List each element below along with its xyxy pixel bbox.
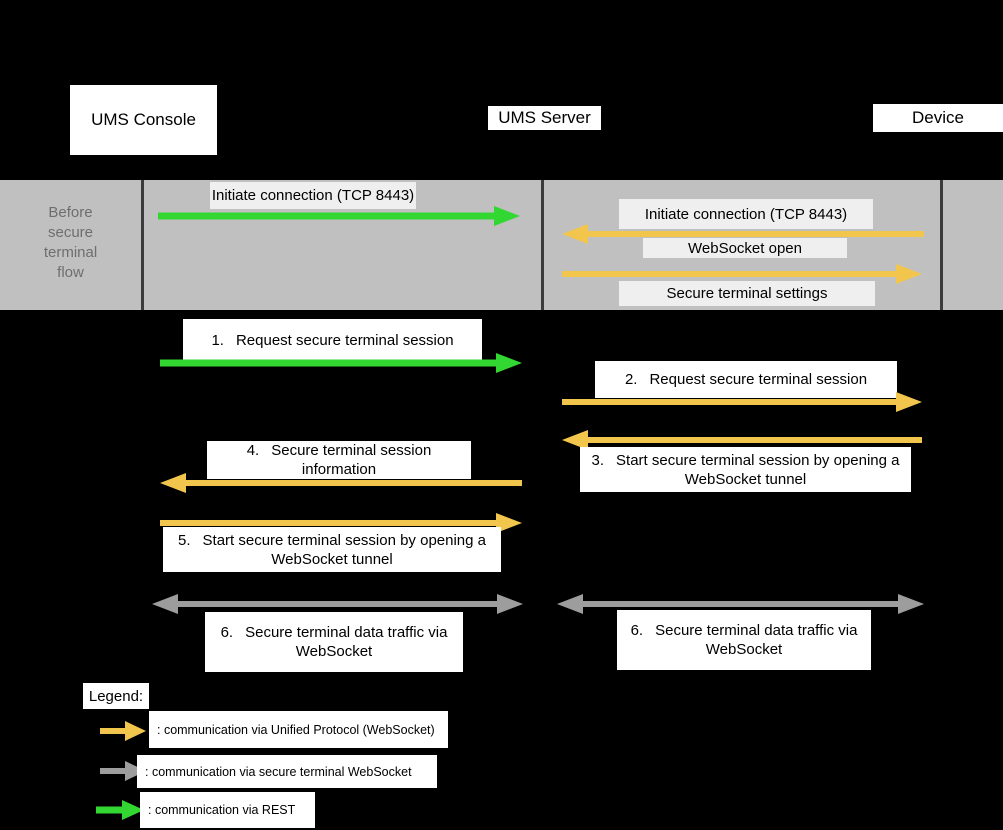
step-text: Request secure terminal session — [235, 331, 454, 349]
arrow-left-icon — [160, 473, 522, 493]
step-3-label: 3. Start secure terminal session by openi… — [580, 447, 911, 492]
arrow-both-icon — [152, 594, 523, 614]
arrow-right-icon — [562, 264, 922, 284]
step-6-label-right: 6. Secure terminal data traffic via WebSo… — [617, 610, 871, 670]
actor-device: Device — [873, 104, 1003, 132]
step-text: Start secure terminal session by opening… — [202, 531, 486, 568]
arrow-right-icon — [160, 353, 522, 373]
lifeline-server — [541, 180, 544, 310]
step-text: Request secure terminal session — [649, 371, 868, 388]
arrow-right-icon — [158, 206, 520, 226]
step-1-label: 1. Request secure terminal session — [183, 319, 482, 361]
step-6-label-left: 6. Secure terminal data traffic via WebSo… — [205, 612, 463, 672]
lifeline-device — [940, 180, 943, 310]
step-number: 5. — [178, 531, 191, 549]
step-text: Secure terminal data traffic via WebSock… — [655, 622, 858, 658]
legend-unified-arrow-icon — [100, 721, 146, 741]
legend-title: Legend: — [83, 683, 149, 709]
arrow-right-icon — [160, 513, 522, 533]
legend-rest-arrow-icon — [96, 800, 144, 820]
step-4-label: 4. Secure terminal session information — [207, 441, 471, 479]
pre-flow-message-label: Secure terminal settings — [619, 281, 875, 306]
arrow-right-icon — [562, 392, 922, 412]
lifeline-console — [141, 180, 144, 310]
step-number: 3. — [591, 451, 605, 469]
arrow-both-icon — [557, 594, 924, 614]
actor-ums-console: UMS Console — [70, 85, 217, 155]
pre-flow-message-label: WebSocket open — [643, 238, 847, 258]
step-5-label: 5. Start secure terminal session by openi… — [163, 527, 501, 572]
actor-ums-server: UMS Server — [488, 106, 601, 130]
pre-flow-band-label: Before secure terminal flow — [43, 204, 98, 281]
step-2-label: 2. Request secure terminal session — [595, 361, 897, 398]
arrow-left-icon — [562, 430, 922, 450]
step-text: Secure terminal session information — [271, 442, 432, 478]
legend-item-unified: : communication via Unified Protocol (We… — [149, 711, 448, 748]
step-number: 6. — [220, 624, 234, 641]
pre-flow-message-label: Initiate connection (TCP 8443) — [619, 199, 873, 229]
step-number: 6. — [630, 622, 644, 639]
step-text: Start secure terminal session by opening… — [616, 451, 900, 488]
legend-item-secure-terminal: : communication via secure terminal WebS… — [137, 755, 437, 788]
step-number: 2. — [624, 371, 638, 388]
step-text: Secure terminal data traffic via WebSock… — [245, 624, 448, 660]
legend-item-rest: : communication via REST — [140, 792, 315, 828]
arrow-left-icon — [562, 224, 924, 244]
legend-secure-terminal-arrow-icon — [100, 761, 146, 781]
step-number: 1. — [211, 331, 224, 349]
step-number: 4. — [246, 442, 260, 459]
pre-flow-message-label: Initiate connection (TCP 8443) — [210, 182, 416, 209]
